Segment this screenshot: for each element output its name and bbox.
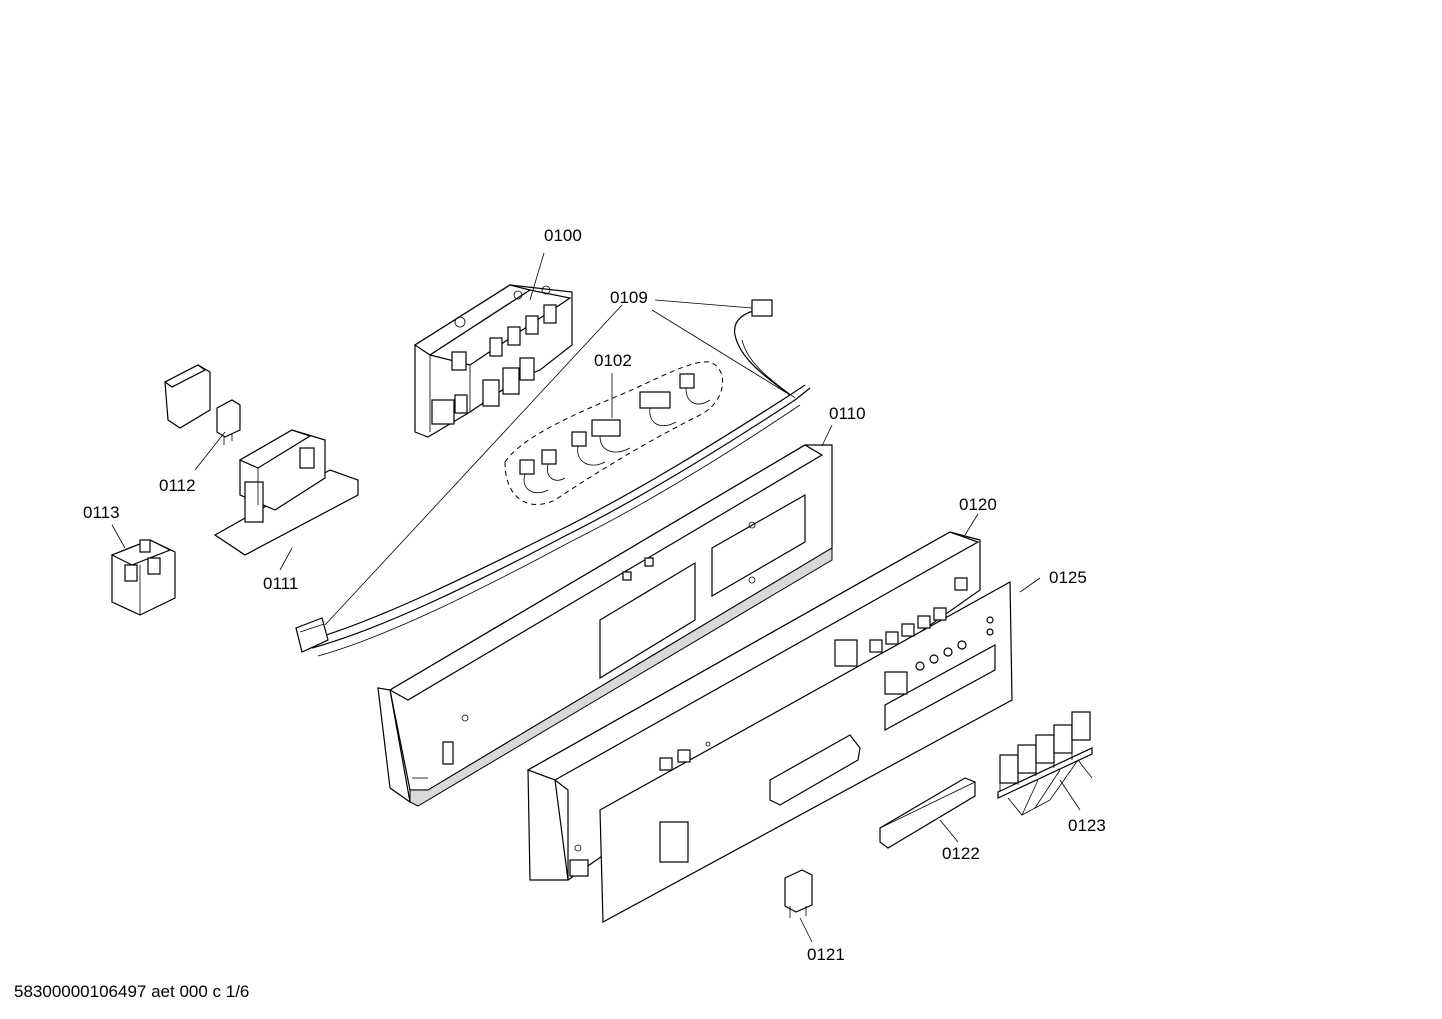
part-0111-bracket [213, 429, 359, 556]
part-0121-button [784, 869, 813, 918]
part-0123-button-strip [997, 711, 1093, 799]
part-0100-control-module [413, 284, 573, 438]
part-0110-panel-frame [377, 444, 833, 807]
label-0100: 0100 [544, 226, 582, 245]
part-0112-cover-and-relay [163, 364, 241, 445]
label-0122: 0122 [942, 844, 980, 863]
label-0111: 0111 [263, 574, 298, 593]
label-0102: 0102 [594, 351, 632, 370]
part-0109-wiring-harness [295, 299, 811, 657]
part-0113-switch [110, 539, 176, 616]
part-0125-front-fascia [599, 580, 1013, 923]
label-0113: 0113 [83, 503, 120, 522]
label-0121: 0121 [807, 945, 845, 964]
label-0125: 0125 [1049, 568, 1087, 587]
label-0120: 0120 [959, 495, 997, 514]
label-0109: 0109 [610, 288, 648, 307]
label-0112: 0112 [159, 476, 196, 495]
part-0122-trim-strip [879, 777, 976, 849]
part-0102-connector-set [504, 361, 724, 505]
drawing-reference-footer: 58300000106497 aet 000 c 1/6 [14, 982, 249, 1001]
label-0123: 0123 [1068, 816, 1106, 835]
label-0110: 0110 [829, 404, 866, 423]
